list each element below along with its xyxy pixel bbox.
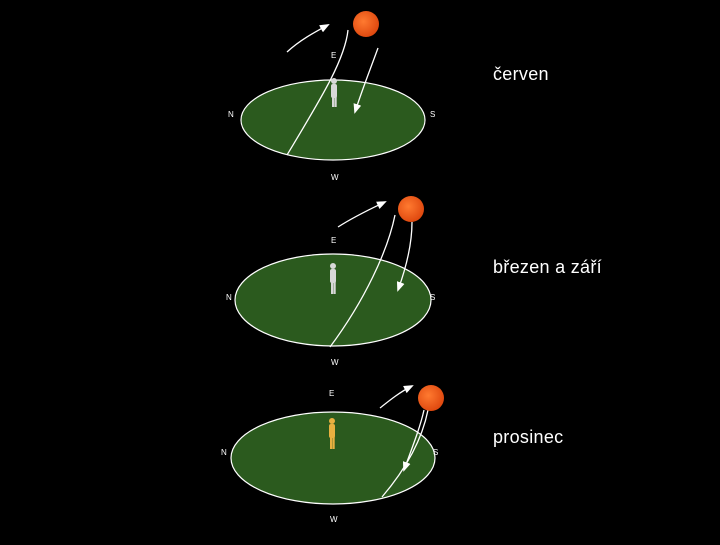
compass-north: N <box>228 110 234 119</box>
compass-west: W <box>331 173 339 182</box>
sun-path-rising <box>286 29 349 156</box>
arrow-icon <box>379 385 414 409</box>
caption-june: červen <box>493 64 549 84</box>
compass-east: E <box>331 236 336 245</box>
panel-june: E N S W <box>228 11 435 182</box>
sun-path-setting <box>353 47 379 114</box>
compass-south: S <box>433 448 438 457</box>
sun-icon <box>353 11 379 37</box>
compass-west: W <box>331 358 339 367</box>
ground-ellipse <box>230 411 436 505</box>
ground-ellipse <box>234 253 432 347</box>
compass-south: S <box>430 110 435 119</box>
person-icon <box>331 78 337 107</box>
person-icon <box>329 418 335 449</box>
sun-path-setting <box>396 221 413 292</box>
sun-icon <box>398 196 424 222</box>
sun-path-rising <box>381 409 429 498</box>
compass-east: E <box>331 51 336 60</box>
arrow-icon <box>337 201 387 228</box>
person-icon <box>330 263 336 294</box>
caption-december: prosinec <box>493 427 564 447</box>
compass-west: W <box>330 515 338 524</box>
compass-north: N <box>226 293 232 302</box>
sun-icon <box>418 385 444 411</box>
sun-path-rising <box>329 214 396 348</box>
sun-path-setting <box>402 409 425 472</box>
panel-december: E N S W <box>221 385 444 524</box>
compass-east: E <box>329 389 334 398</box>
arrow-icon <box>286 24 330 53</box>
caption-equinox: březen a září <box>493 257 602 277</box>
panel-equinox: E N S W <box>226 196 435 367</box>
compass-north: N <box>221 448 227 457</box>
compass-south: S <box>430 293 435 302</box>
